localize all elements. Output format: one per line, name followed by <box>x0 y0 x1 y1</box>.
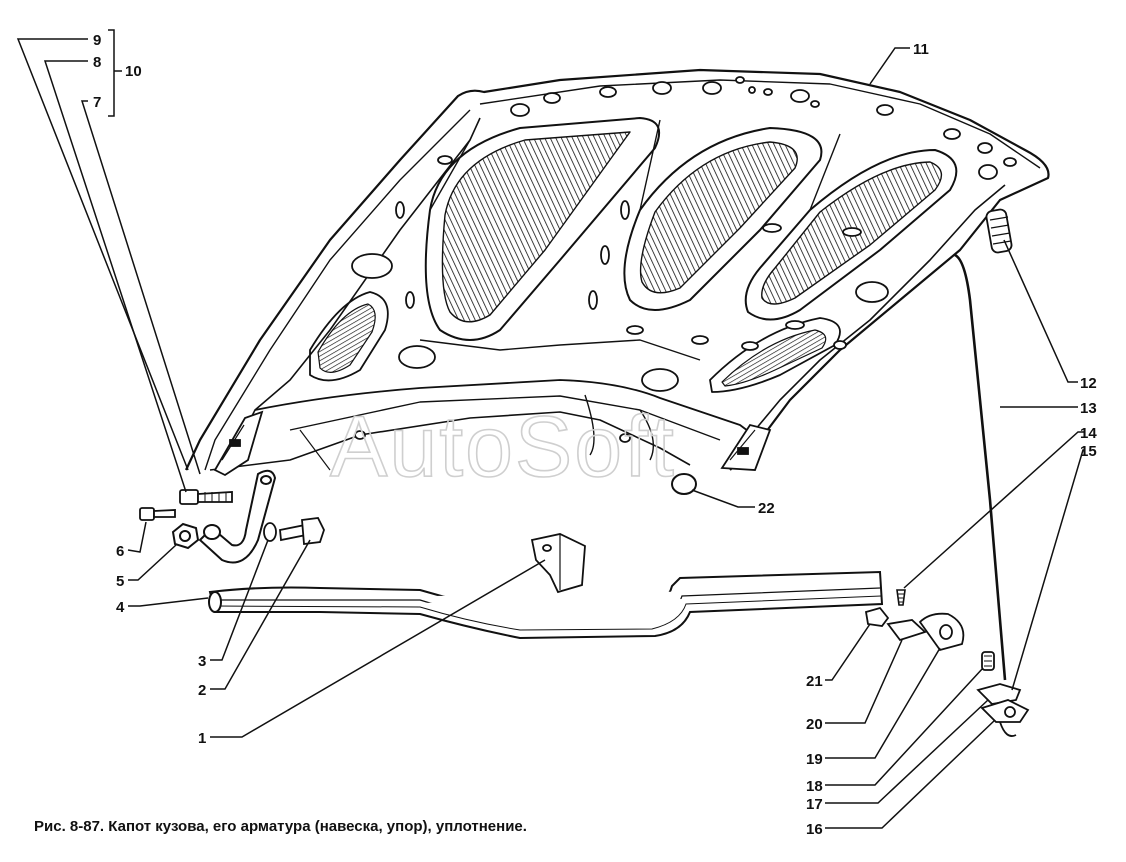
part-13-support-rod <box>954 253 1007 681</box>
callout-20: 20 <box>806 716 823 733</box>
part-16-18-bracket <box>976 651 1030 737</box>
callout-12: 12 <box>1080 375 1097 392</box>
figure-caption: Рис. 8-87. Капот кузова, его арматура (н… <box>34 818 527 835</box>
part-6-bolt <box>139 507 176 521</box>
part-2-3-bolt-washer <box>263 517 325 546</box>
callout-2: 2 <box>198 682 206 699</box>
callout-9: 9 <box>93 32 101 49</box>
hinge-arm <box>198 469 277 564</box>
part-22-bumper <box>671 473 697 495</box>
callouts: 9 8 10 7 11 12 13 14 15 22 6 5 4 3 2 1 2… <box>93 32 1097 838</box>
part-21-clip <box>864 606 890 627</box>
callout-22: 22 <box>758 500 775 517</box>
callout-10: 10 <box>125 63 142 80</box>
hood-hinge-mounts <box>213 410 772 477</box>
callout-15: 15 <box>1080 443 1097 460</box>
part-4-seal <box>208 570 884 640</box>
callout-16: 16 <box>806 821 823 838</box>
part-5-nut <box>171 522 200 550</box>
part-12-buffer <box>985 208 1013 254</box>
callout-19: 19 <box>806 751 823 768</box>
callout-18: 18 <box>806 778 823 795</box>
callout-14: 14 <box>1080 425 1097 442</box>
part-1-clip <box>530 533 586 594</box>
callout-3: 3 <box>198 653 206 670</box>
callout-8: 8 <box>93 54 101 71</box>
hood-holes <box>351 76 1017 443</box>
leader-lines <box>16 29 1085 829</box>
part-8-9-bolt <box>179 489 233 505</box>
part-14-screw <box>896 589 906 606</box>
hood-panel <box>185 68 1050 471</box>
callout-17: 17 <box>806 796 823 813</box>
callout-5: 5 <box>116 573 124 590</box>
part-19-20-holder <box>886 612 965 652</box>
callout-21: 21 <box>806 673 823 690</box>
callout-13: 13 <box>1080 400 1097 417</box>
callout-4: 4 <box>116 599 125 616</box>
callout-11: 11 <box>913 41 929 58</box>
callout-6: 6 <box>116 543 124 560</box>
callout-7: 7 <box>93 94 101 111</box>
callout-1: 1 <box>198 730 206 747</box>
watermark: AutoSoft <box>330 399 676 495</box>
